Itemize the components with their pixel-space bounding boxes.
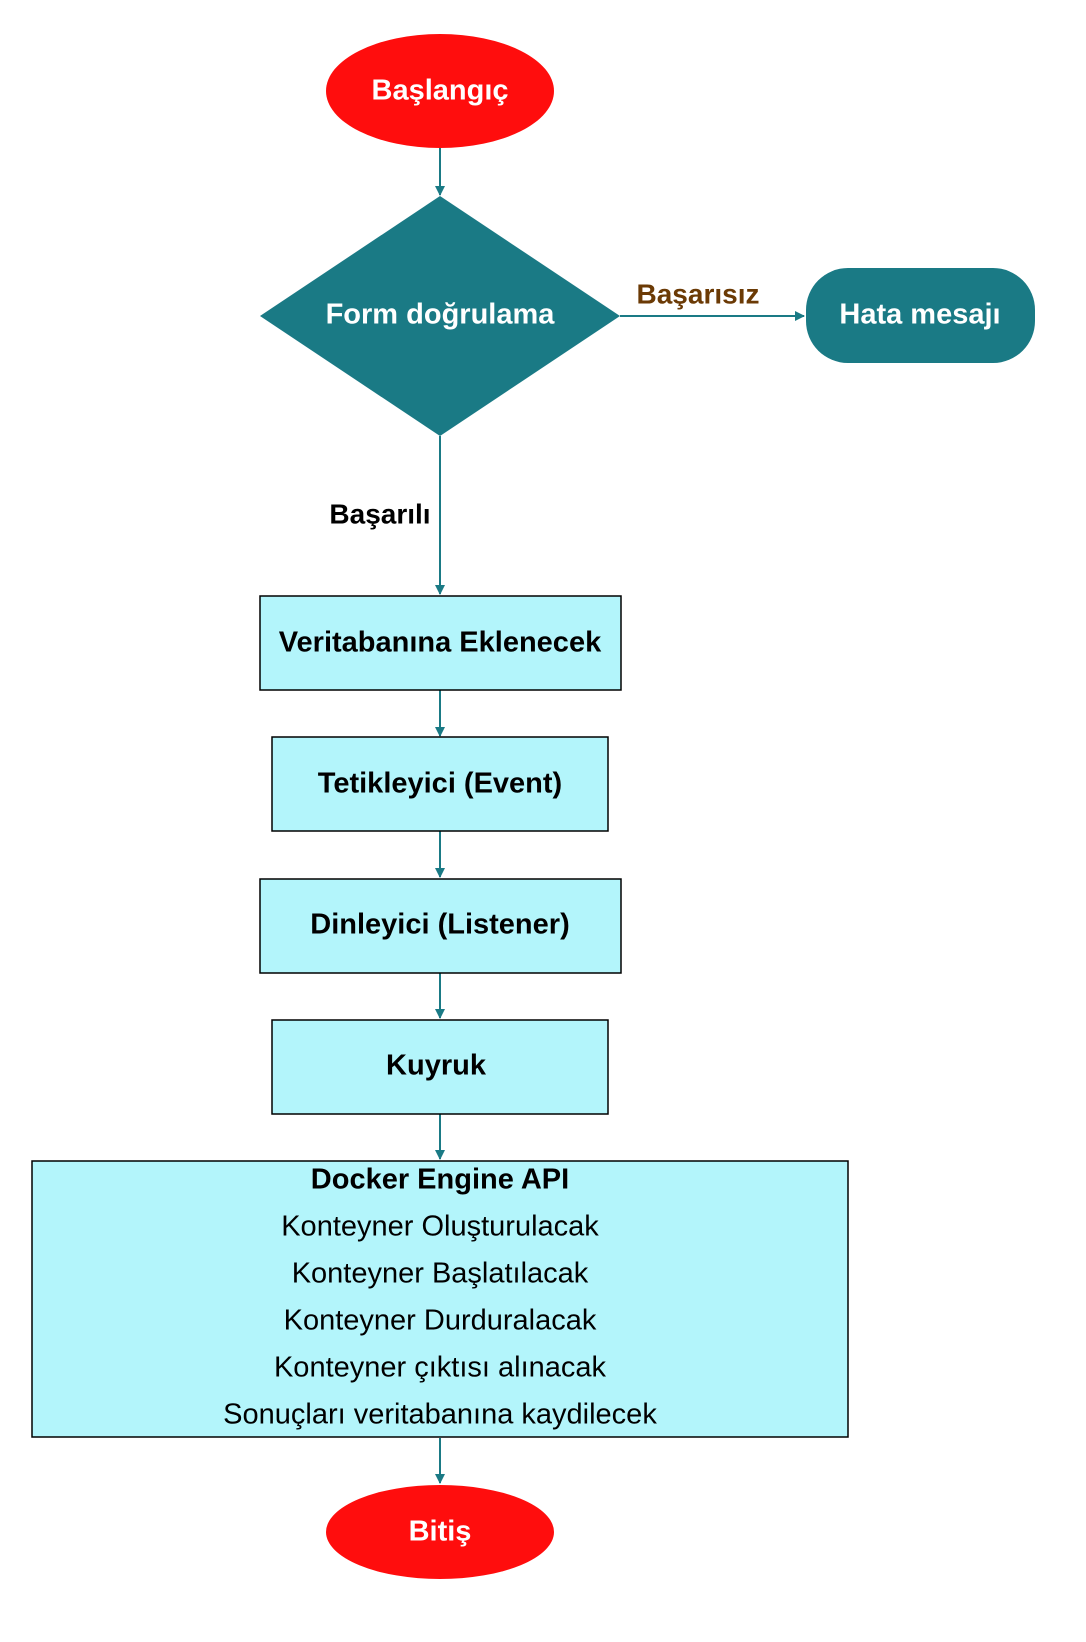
- end-ellipse: [326, 1485, 554, 1579]
- listener-label: Dinleyici (Listener): [310, 909, 569, 941]
- docker-node: Docker Engine API Konteyner Oluşturulaca…: [31, 1160, 849, 1438]
- error-node: Hata mesajı: [806, 268, 1035, 363]
- docker-line: Konteyner Başlatılacak: [292, 1258, 589, 1290]
- edges: [435, 148, 805, 1484]
- docker-title: Docker Engine API: [311, 1164, 569, 1196]
- decision-node: Form doğrulama: [260, 196, 620, 436]
- docker-line: Sonuçları veritabanına kaydilecek: [223, 1399, 657, 1431]
- start-ellipse: [326, 34, 554, 148]
- end-label: Bitiş: [409, 1516, 472, 1548]
- listener-node: Dinleyici (Listener): [259, 878, 622, 974]
- trigger-label: Tetikleyici (Event): [318, 768, 562, 800]
- decision-label: Form doğrulama: [326, 299, 556, 331]
- start-node: Başlangıç: [326, 34, 554, 148]
- docker-line: Konteyner Oluşturulacak: [281, 1211, 599, 1243]
- queue-box: [271, 1019, 609, 1115]
- decision-diamond: [260, 196, 620, 436]
- docker-line: Konteyner Durduralacak: [284, 1305, 597, 1337]
- error-rounded-rect: [806, 268, 1035, 363]
- listener-box: [259, 878, 622, 974]
- error-label: Hata mesajı: [839, 299, 1000, 331]
- trigger-node: Tetikleyici (Event): [271, 736, 609, 832]
- db-insert-node: Veritabanına Eklenecek: [259, 595, 622, 691]
- trigger-box: [271, 736, 609, 832]
- docker-box: [31, 1160, 849, 1438]
- queue-node: Kuyruk: [271, 1019, 609, 1115]
- edge-label-success: Başarılı: [329, 498, 430, 529]
- db-insert-box: [259, 595, 622, 691]
- queue-label: Kuyruk: [386, 1050, 487, 1082]
- start-label: Başlangıç: [372, 75, 509, 107]
- docker-line: Konteyner çıktısı alınacak: [274, 1352, 607, 1384]
- db-insert-label: Veritabanına Eklenecek: [279, 627, 602, 659]
- end-node: Bitiş: [326, 1485, 554, 1579]
- edge-label-fail: Başarısız: [637, 278, 760, 309]
